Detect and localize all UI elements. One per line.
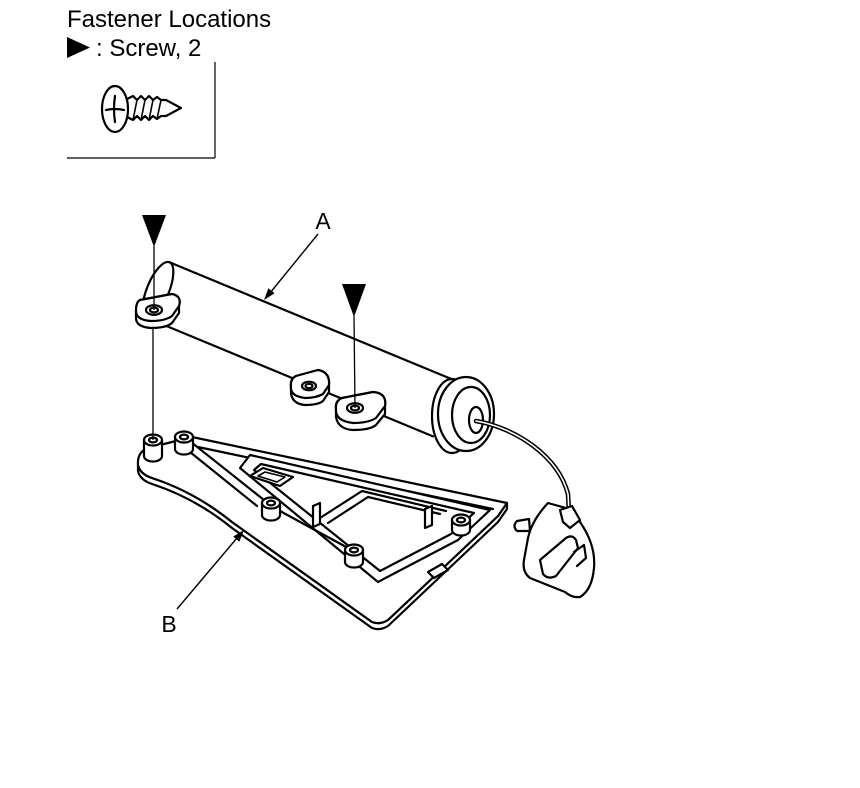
boss-hole (455, 516, 467, 524)
base-plate-clip (248, 466, 295, 488)
legend-box (67, 62, 216, 159)
part-a-end-flange (430, 375, 496, 455)
screw-head-cross (104, 94, 126, 124)
screw-marker-icon (142, 215, 166, 247)
bracket-middle-hole-inner (304, 382, 314, 390)
base-plate-post (423, 504, 434, 530)
callout-a-arrowhead (264, 288, 275, 300)
screw-marker-icon (342, 284, 366, 317)
base-plate-boss (173, 430, 195, 456)
part-a-bracket-right (334, 390, 387, 432)
callout-b: B (161, 530, 244, 637)
callout-a-label: A (315, 208, 331, 234)
part-a-bracket-left (134, 292, 181, 330)
base-plate-divider-wall (318, 489, 448, 520)
callout-b-leader-line (176, 537, 238, 610)
base-plate-divider-wall-edge (326, 495, 442, 525)
callout-b-label: B (161, 611, 176, 637)
screw-icon (100, 84, 183, 134)
wire-core (475, 420, 570, 513)
callout-a: A (264, 208, 331, 300)
connector-boot (558, 504, 582, 530)
cylinder-fill (146, 262, 456, 437)
screw-marker-2 (342, 284, 366, 409)
callout-b-arrowhead (233, 530, 244, 542)
boss-hole (348, 546, 360, 554)
base-plate-boss (450, 513, 472, 537)
connector (513, 501, 596, 599)
screw-marker-2-line (353, 315, 356, 409)
base-plate-clip-window (257, 471, 286, 483)
part-b-base-plate (136, 430, 509, 631)
screw-marker-icon (67, 37, 90, 58)
part-a-bracket-middle (289, 368, 331, 407)
base-plate-slot (426, 562, 450, 580)
screw-shank (125, 94, 183, 122)
screw-threads (132, 99, 162, 121)
boss-hole (178, 433, 190, 441)
part-a-cylinder (134, 260, 496, 455)
diagram-title: Fastener Locations (67, 6, 271, 33)
base-plate-rib (183, 440, 350, 550)
connector-pin (513, 517, 532, 533)
legend-text: : Screw, 2 (96, 35, 201, 62)
cylinder-top-edge (168, 261, 457, 383)
boss-hole (265, 499, 277, 507)
cylinder-bottom-edge (145, 316, 435, 438)
connector-wire (473, 418, 572, 515)
callout-a-leader-line (269, 233, 319, 294)
connector-rib (572, 543, 588, 568)
legend-row: : Screw, 2 (67, 35, 201, 62)
screw-marker-1 (142, 215, 166, 440)
base-plate-post (311, 501, 322, 529)
base-plate-boss (343, 543, 365, 569)
base-plate-boss (260, 496, 282, 522)
part-a-cylinder-body (141, 260, 457, 438)
header: Fastener Locations : Screw, 2 (67, 6, 271, 62)
